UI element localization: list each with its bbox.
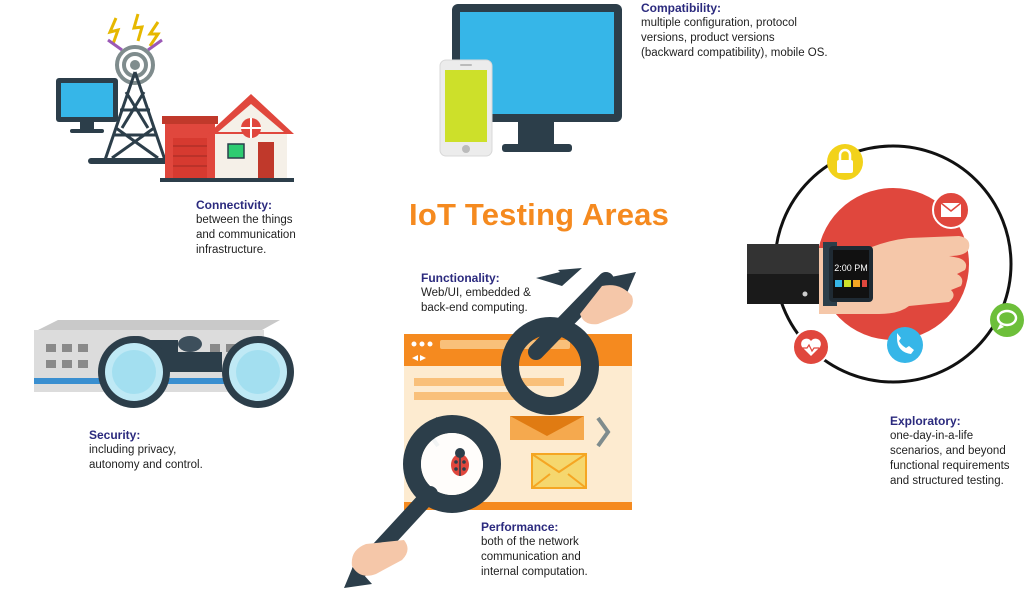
connectivity-heading: Connectivity: <box>196 198 273 212</box>
connectivity-description: between the things and communication inf… <box>196 214 296 256</box>
exploratory-block: Exploratory: one-day-in-a-life scenarios… <box>890 414 1010 489</box>
phone-icon <box>439 59 493 157</box>
bug-icon <box>451 448 469 476</box>
binoculars-icon <box>98 336 294 408</box>
functionality-heading: Functionality: <box>421 271 500 285</box>
exploratory-description: one-day-in-a-life scenarios, and beyond … <box>890 430 1010 487</box>
exploratory-illustration: 2:00 PM <box>747 144 1024 384</box>
page-title: IoT Testing Areas <box>409 197 670 232</box>
security-description: including privacy, autonomy and control. <box>89 444 203 471</box>
security-heading: Security: <box>89 428 141 442</box>
magnifier-icon <box>344 415 501 588</box>
functionality-illustration <box>344 268 636 588</box>
functionality-block: Functionality: Web/UI, embedded & back-e… <box>421 271 531 316</box>
heart-icon <box>792 328 830 366</box>
tower-icon <box>88 13 184 164</box>
performance-heading: Performance: <box>481 520 559 534</box>
compatibility-illustration <box>439 4 622 157</box>
performance-description: both of the network communication and in… <box>481 536 588 578</box>
security-block: Security: including privacy, autonomy an… <box>89 428 203 473</box>
chat-icon <box>990 303 1024 337</box>
lock-icon <box>827 144 863 180</box>
connectivity-block: Connectivity: between the things and com… <box>196 198 296 258</box>
connectivity-illustration <box>56 13 294 182</box>
performance-block: Performance: both of the network communi… <box>481 520 588 580</box>
envelope-icon <box>531 453 587 489</box>
functionality-description: Web/UI, embedded & back-end computing. <box>421 287 531 314</box>
compatibility-heading: Compatibility: <box>641 1 721 15</box>
monitor-icon <box>56 78 118 133</box>
magnifier-icon <box>501 268 636 415</box>
house-icon <box>160 94 294 182</box>
compatibility-block: Compatibility: multiple configuration, p… <box>641 1 828 61</box>
compatibility-description: multiple configuration, protocol version… <box>641 17 828 59</box>
smartwatch-icon: 2:00 PM <box>823 242 873 306</box>
envelope-icon <box>932 191 970 229</box>
exploratory-heading: Exploratory: <box>890 414 961 428</box>
watch-time: 2:00 PM <box>834 263 868 273</box>
security-illustration <box>34 320 294 408</box>
phone-icon <box>887 327 923 363</box>
